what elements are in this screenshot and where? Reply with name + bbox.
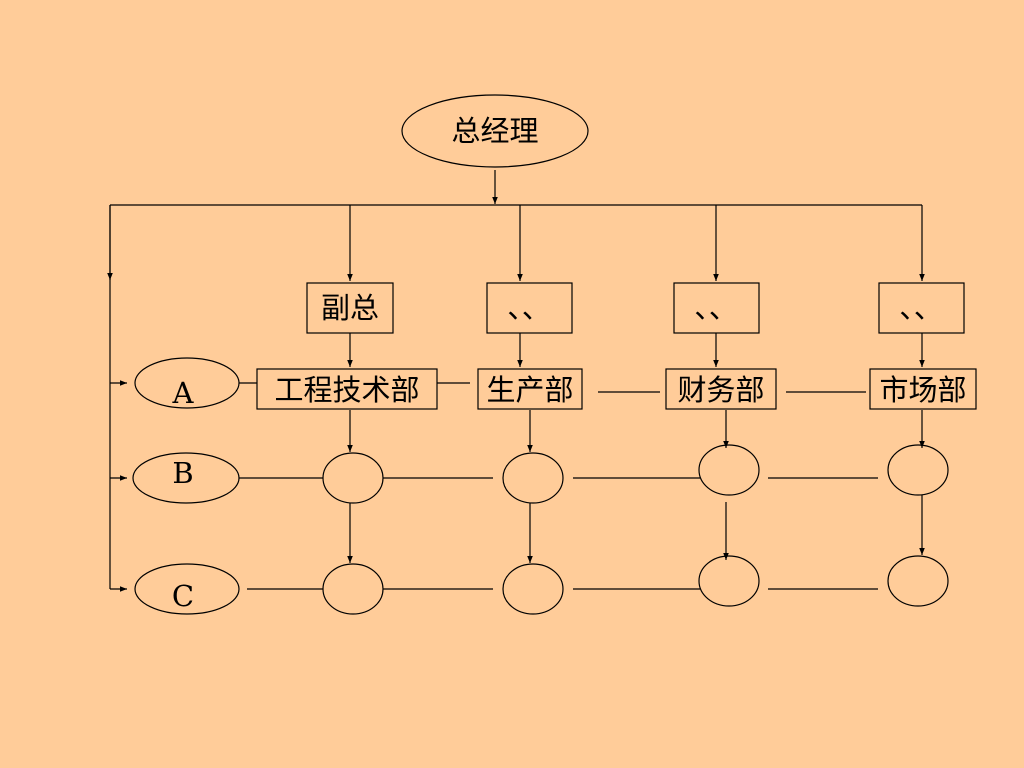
node-c-3 [698,555,760,607]
root-ellipse [401,94,589,168]
node-c-2 [502,563,564,615]
node-b-2 [502,452,564,504]
project-c: C [134,563,240,615]
department-1-rect [256,368,438,410]
node-c-4 [887,555,949,607]
node-b-4 [887,444,949,496]
node-b-3 [698,444,760,496]
vice-box-3: 、、 [673,282,760,334]
department-3: 财务部 [665,368,777,410]
intersection-nodes [322,444,949,615]
department-3-label: 财务部 [677,373,764,407]
department-4-rect [869,368,977,410]
vice-box-2-label: 、、 [507,291,551,325]
root-label: 总经理 [451,114,538,148]
vice-box-4: 、、 [878,282,965,334]
project-b: B [132,452,240,504]
department-2: 生产部 [477,368,583,410]
vice-box-3-rect [673,282,760,334]
department-2-rect [477,368,583,410]
vice-box-4-rect [878,282,965,334]
vice-box-1: 副总 [306,282,394,334]
department-1: 工程技术部 [256,368,438,410]
project-a: A [134,357,240,410]
connectors [107,170,925,592]
project-b-label: B [172,456,193,490]
project-c-ellipse [134,563,240,615]
vice-box-2-rect [486,282,573,334]
vice-box-3-label: 、、 [694,291,738,325]
department-1-label: 工程技术部 [274,373,419,407]
department-3-rect [665,368,777,410]
node-c-1 [322,563,384,615]
node-b-1 [322,452,384,504]
vice-box-1-label: 副总 [321,291,379,325]
vice-box-1-rect [306,282,394,334]
root-node: 总经理 [401,94,589,168]
vice-box-4-label: 、、 [899,291,943,325]
department-4-label: 市场部 [879,373,966,407]
project-c-label: C [172,579,194,613]
project-a-label: A [172,376,195,410]
project-b-ellipse [132,452,240,504]
project-a-ellipse [134,357,240,409]
vice-box-2: 、、 [486,282,573,334]
department-2-label: 生产部 [486,373,573,407]
department-4: 市场部 [869,368,977,410]
